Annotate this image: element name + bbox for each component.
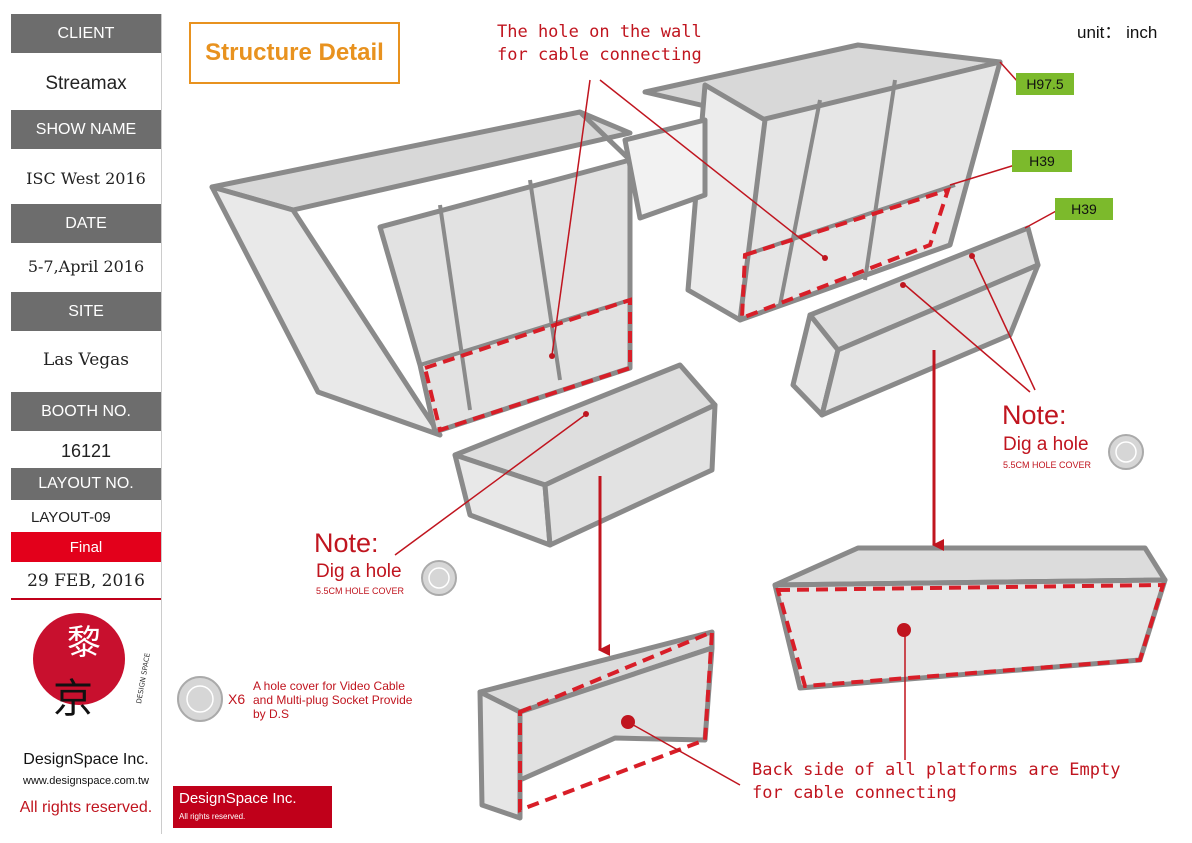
booth-value: 16121	[60, 440, 112, 461]
back-side-leader-1	[627, 721, 741, 786]
client-value: Streamax	[45, 73, 127, 94]
bottom-right-back-marker	[897, 623, 911, 637]
hole-cover-icon-middle	[421, 560, 457, 596]
right-platform-hole-marker-1	[900, 282, 906, 288]
page-title: Structure Detail	[189, 22, 400, 84]
svg-text:黎: 黎	[67, 623, 101, 663]
date-value: 5-7,April 2016	[27, 256, 145, 276]
right-note-size: 5.5CM HOLE COVER	[1003, 460, 1092, 470]
status-date: 29 FEB, 2016	[27, 571, 145, 591]
hole-cover-icon-right	[1108, 434, 1144, 470]
layout-header: LAYOUT NO.	[11, 468, 161, 500]
bottom-left-platform-back	[477, 689, 523, 821]
bottom-left-hole-outline	[518, 628, 715, 813]
left-wall-hole-marker	[549, 353, 555, 359]
middle-note-body: Dig a hole	[316, 561, 402, 582]
hole-cover-icons	[177, 434, 1144, 722]
wall-hole-leader-1	[551, 79, 591, 356]
company-website: www.designspace.com.tw	[23, 775, 149, 787]
h975-leader	[999, 61, 1019, 83]
right-note-leader-1	[904, 284, 1031, 393]
show-name-header: SHOW NAME	[11, 110, 161, 149]
height-label-wall: H97.5	[1016, 73, 1074, 95]
legend-description: A hole cover for Video Cable and Multi-p…	[253, 679, 413, 721]
right-note-body: Dig a hole	[1003, 434, 1089, 455]
show-name-value: ISC West 2016	[26, 168, 146, 188]
right-platform-hole-marker-2	[969, 253, 975, 259]
right-note-leader-2	[971, 254, 1036, 391]
hole-cover-icon-legend	[177, 676, 223, 722]
layout-value: LAYOUT-09	[31, 508, 111, 526]
h39-leader-1	[949, 164, 1016, 186]
company-name: DesignSpace Inc.	[23, 751, 149, 768]
footer-brand-box: DesignSpace Inc. All rights reserved.	[173, 786, 332, 828]
wall-hole-annotation: The hole on the wall for cable connectin…	[497, 22, 702, 65]
site-header: SITE	[11, 292, 161, 331]
middle-note-title: Note:	[314, 528, 379, 558]
wall-hole-leader-2	[599, 79, 826, 259]
site-value: Las Vegas	[42, 350, 130, 370]
booth-header: BOOTH NO.	[11, 392, 161, 431]
middle-note-leader	[394, 414, 586, 556]
bottom-right-hole-outline	[775, 582, 1166, 689]
left-wall-hole-outline	[422, 297, 632, 433]
right-note-title: Note:	[1002, 400, 1067, 430]
rights-text: All rights reserved.	[19, 799, 153, 816]
client-header: CLIENT	[11, 14, 161, 53]
right-wall-hole-outline	[739, 186, 952, 321]
connector-box	[622, 117, 708, 221]
info-sidebar: CLIENT Streamax SHOW NAME ISC West 2016 …	[11, 14, 162, 834]
svg-text:京: 京	[53, 676, 93, 722]
date-header: DATE	[11, 204, 161, 243]
h39-leader-2	[1024, 209, 1059, 229]
height-label-platform-2: H39	[1055, 198, 1113, 220]
left-wall-front	[377, 157, 633, 435]
back-side-annotation: Back side of all platforms are Empty for…	[752, 760, 1121, 803]
designspace-logo: 黎 京 DESIGN SPACE	[33, 613, 152, 722]
middle-platform-side	[542, 402, 718, 548]
bottom-left-back-marker	[621, 715, 635, 729]
footer-company: DesignSpace Inc.	[179, 790, 297, 807]
legend-quantity: X6	[228, 691, 246, 707]
right-wall-hole-marker	[822, 255, 828, 261]
unit-label: unit： inch	[1077, 23, 1158, 42]
footer-rights: All rights reserved.	[179, 812, 246, 821]
middle-platform-hole-marker	[583, 411, 589, 417]
height-label-platform-1: H39	[1012, 150, 1072, 172]
sidebar-divider	[11, 598, 161, 600]
status-badge: Final	[11, 532, 161, 562]
middle-note-size: 5.5CM HOLE COVER	[316, 586, 405, 596]
